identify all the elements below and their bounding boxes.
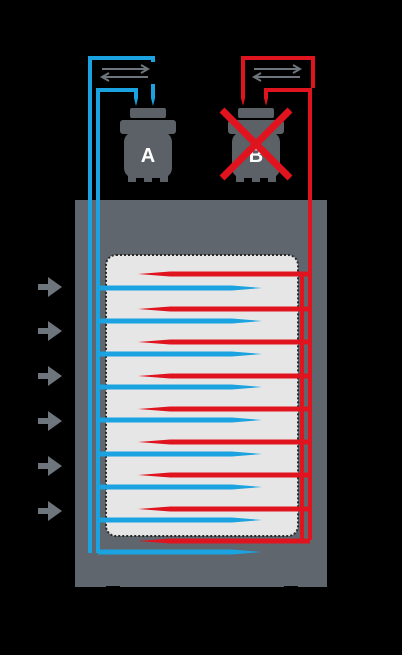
cold-fin <box>98 484 262 490</box>
cold-fin <box>98 351 262 357</box>
x-mark-icon <box>219 107 293 181</box>
airflow-arrows <box>38 277 62 521</box>
heat-exchanger-panel <box>105 254 299 537</box>
pipe-tip <box>241 98 245 106</box>
cold-fin <box>98 517 262 523</box>
pipe-tip <box>264 98 268 106</box>
cabinet-foot-right <box>284 586 298 589</box>
hot-fin <box>138 406 310 412</box>
hot-circuit-line <box>264 88 312 540</box>
cold-fin <box>98 318 262 324</box>
hot-fin <box>138 271 310 277</box>
compressor-a: A <box>120 108 176 182</box>
right-arrow-icon <box>38 366 62 386</box>
hot-fins <box>138 271 310 544</box>
hot-fin <box>138 506 310 512</box>
valve-b <box>248 62 308 84</box>
hot-fin <box>138 439 310 445</box>
pipe-tip <box>151 98 155 106</box>
cold-fins <box>98 285 262 555</box>
cold-fin <box>98 417 262 423</box>
reversing-valve-icon <box>99 64 151 82</box>
right-arrow-icon <box>38 277 62 297</box>
hot-fin <box>138 339 310 345</box>
cold-fin <box>98 451 262 457</box>
right-arrow-icon <box>38 411 62 431</box>
hot-circuit-top <box>241 56 315 98</box>
valve-a <box>96 62 156 84</box>
cabinet-foot-left <box>106 586 120 589</box>
cold-fin <box>98 549 262 555</box>
right-arrow-icon <box>38 321 62 341</box>
right-arrow-icon <box>38 501 62 521</box>
compressor-b: B <box>219 107 293 182</box>
cold-fin <box>98 285 262 291</box>
hot-fin <box>138 538 310 544</box>
cold-fin <box>98 384 262 390</box>
reversing-valve-icon <box>251 64 303 82</box>
right-arrow-icon <box>38 456 62 476</box>
hot-fin <box>138 472 310 478</box>
pipe-tip <box>134 98 138 106</box>
hot-fin <box>138 373 310 379</box>
compressor-label: A <box>141 145 155 167</box>
hot-fin <box>138 306 310 312</box>
